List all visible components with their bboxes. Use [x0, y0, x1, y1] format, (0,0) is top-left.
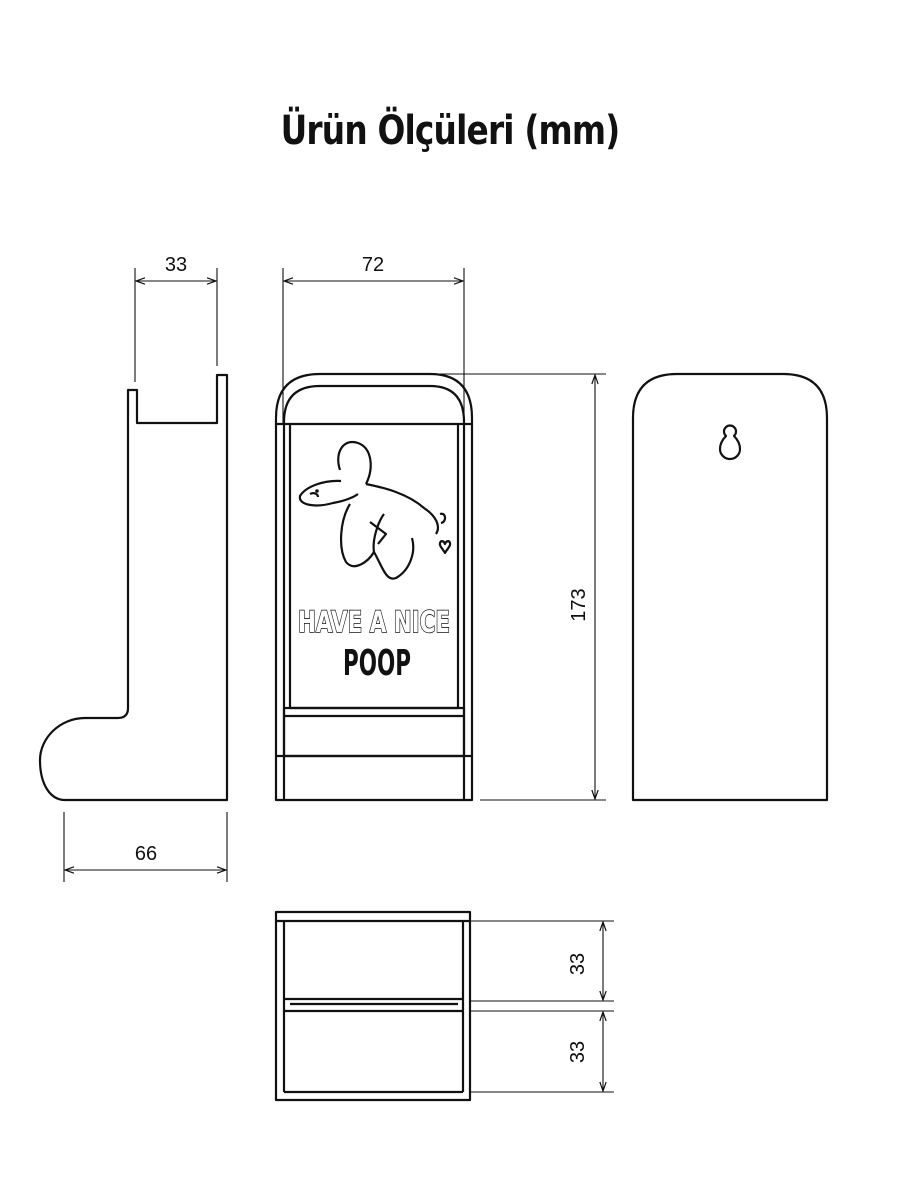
bottom-view: [274, 910, 472, 1102]
side-view: [38, 373, 229, 802]
page-title: Ürün Ölçüleri (mm): [280, 108, 621, 154]
balloon-dog-icon: [298, 440, 447, 580]
dimension-bottom-lower: 33: [470, 1010, 614, 1093]
bottom-outline: [274, 910, 472, 1102]
heart-icon: [438, 540, 452, 555]
dimension-height: 173: [440, 373, 606, 801]
sign-line2: POOP: [343, 643, 411, 684]
front-outer-frame: [274, 372, 474, 802]
dimension-bottom-upper: 33: [470, 920, 614, 1002]
front-view: HAVE A NICE POOP: [274, 372, 474, 802]
sign-line1: HAVE A NICE: [298, 605, 450, 639]
side-profile: [38, 373, 229, 802]
dim-side-depth-base-label: 66: [135, 843, 157, 865]
back-view: [631, 372, 829, 802]
dim-bottom-lower-label: 33: [567, 1041, 589, 1063]
dim-front-width-label: 72: [362, 254, 384, 276]
dimension-front-width: 72: [282, 254, 465, 424]
keyhole-icon: [718, 424, 742, 461]
dimension-side-depth-top: 33: [134, 254, 218, 382]
dog-eye-icon: [315, 489, 319, 493]
back-outline: [631, 372, 829, 802]
front-inner-arch: [282, 384, 466, 800]
dimension-side-depth-base: 66: [63, 812, 228, 882]
dim-side-depth-top-label: 33: [165, 254, 187, 276]
dim-height-label: 173: [568, 588, 590, 621]
dim-bottom-upper-label: 33: [567, 953, 589, 975]
